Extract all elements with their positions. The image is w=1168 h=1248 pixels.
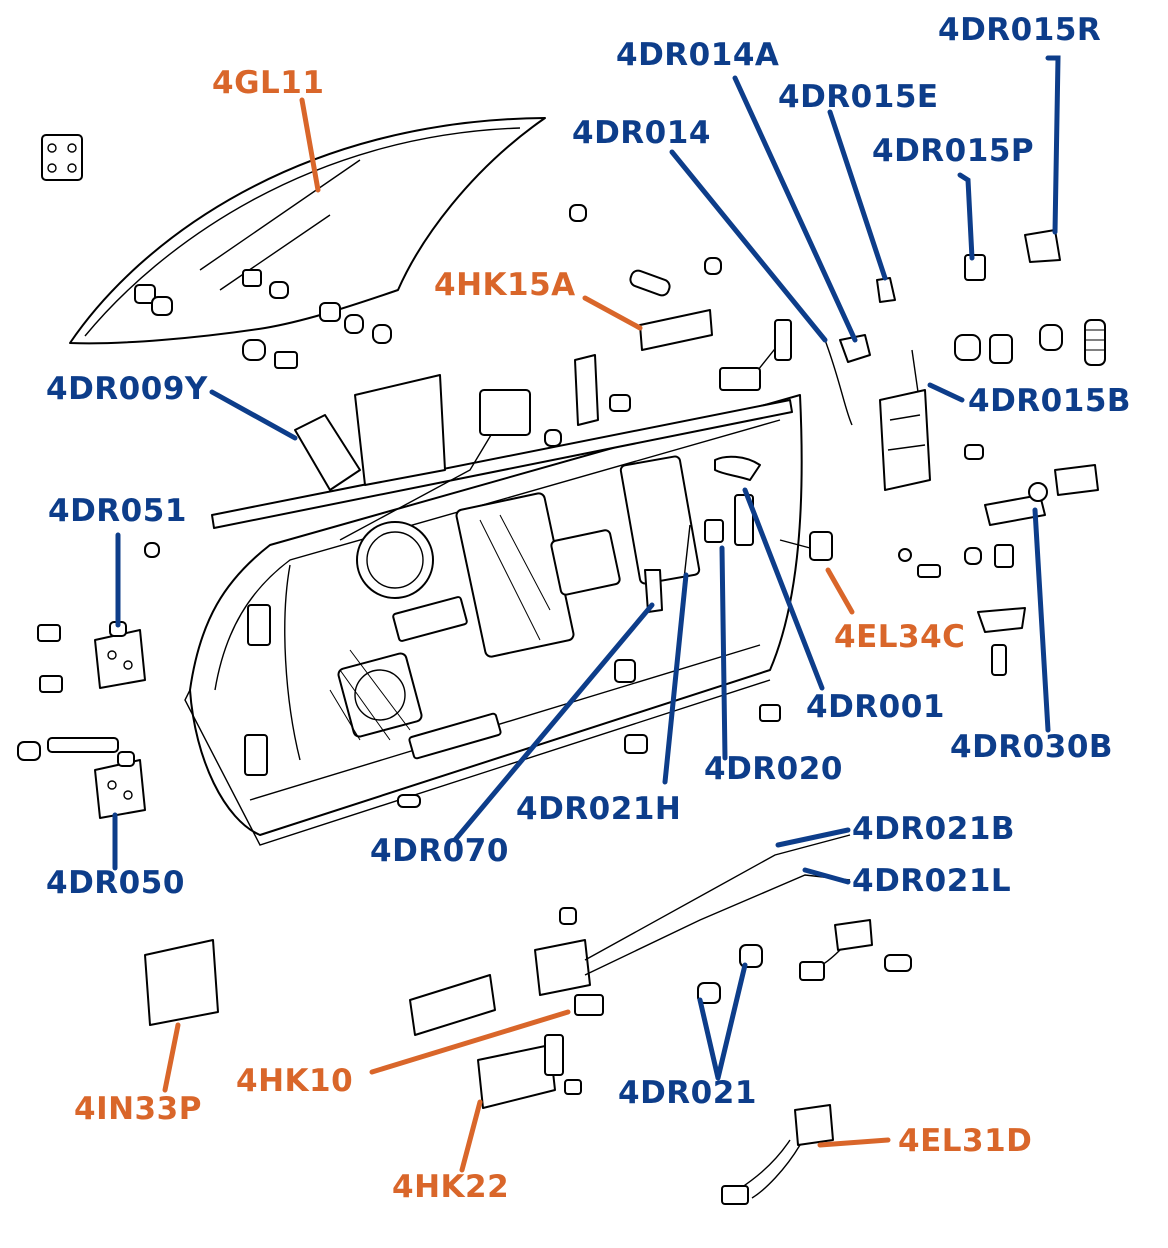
insulator-card: [144, 939, 219, 1026]
label-4dr030b: 4DR030B: [950, 729, 1114, 765]
label-4dr015b: 4DR015B: [968, 383, 1132, 419]
label-4dr021b: 4DR021B: [852, 811, 1016, 847]
inside-handle-assembly: [409, 834, 851, 1109]
label-4dr070: 4DR070: [370, 833, 509, 869]
label-4el31d: 4EL31D: [898, 1123, 1033, 1159]
label-4dr051: 4DR051: [48, 493, 187, 529]
label-4dr021l: 4DR021L: [852, 863, 1012, 899]
label-4dr021h: 4DR021H: [516, 791, 682, 827]
label-4in33p: 4IN33P: [74, 1091, 202, 1127]
label-4hk10: 4HK10: [236, 1063, 354, 1099]
label-4dr050: 4DR050: [46, 865, 185, 901]
label-4hk15a: 4HK15A: [434, 267, 576, 303]
door-switch: [779, 531, 833, 561]
window-regulator: [211, 374, 793, 642]
glass-fasteners: [134, 269, 392, 369]
door-glass: [69, 117, 546, 345]
door-hinges: [17, 542, 160, 819]
hinge-plate: [41, 134, 83, 181]
label-4hk22: 4HK22: [392, 1169, 510, 1205]
door-striker: [898, 464, 1099, 676]
label-4dr014a: 4DR014A: [616, 37, 780, 73]
label-4dr015r: 4DR015R: [938, 12, 1102, 48]
label-4dr001: 4DR001: [806, 689, 945, 725]
leader-lines: [112, 55, 1061, 1173]
label-4dr021: 4DR021: [618, 1075, 757, 1111]
label-4dr014: 4DR014: [572, 115, 711, 151]
wiring-harness-right: [721, 919, 912, 1205]
label-4gl11: 4GL11: [212, 65, 325, 101]
door-latch: [879, 319, 1106, 491]
label-4dr009y: 4DR009Y: [46, 371, 208, 407]
label-4dr020: 4DR020: [704, 751, 843, 787]
label-4dr015e: 4DR015E: [778, 79, 939, 115]
label-4dr015p: 4DR015P: [872, 133, 1035, 169]
panel-fasteners: [614, 659, 781, 754]
upper-brackets: [544, 204, 761, 447]
label-4el34c: 4EL34C: [834, 619, 966, 655]
latch-linkage: [644, 319, 792, 621]
handle-rod-and-clip: [824, 229, 1061, 426]
